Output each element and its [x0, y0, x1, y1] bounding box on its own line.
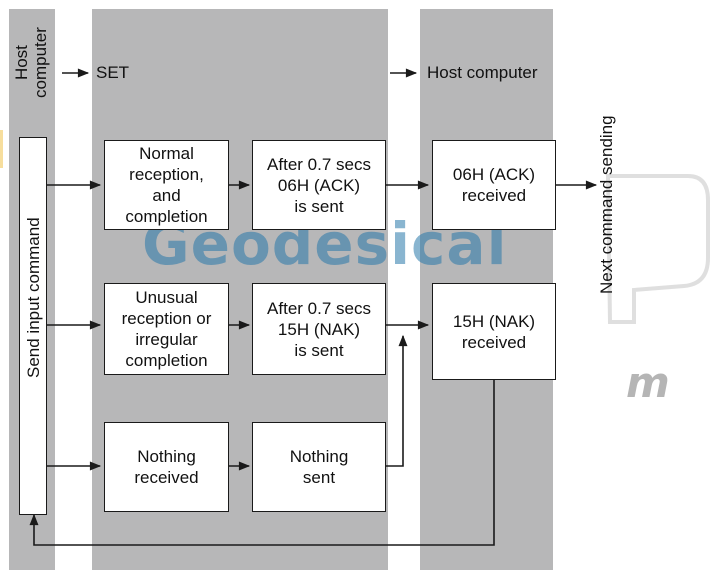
host-computer-left-label: Host computer: [12, 27, 50, 98]
unusual-reception-box: Unusual reception or irregular completio…: [104, 283, 229, 375]
nak-sent-box: After 0.7 secs 15H (NAK) is sent: [252, 283, 386, 375]
send-input-command-bar: [19, 137, 47, 515]
nothing-received-box: Nothing received: [104, 422, 229, 512]
watermark-fragment: m: [626, 358, 670, 407]
normal-reception-box: Normal reception, and completion: [104, 140, 229, 230]
nothing-sent-box: Nothing sent: [252, 422, 386, 512]
ack-sent-box: After 0.7 secs 06H (ACK) is sent: [252, 140, 386, 230]
host-computer-right-label: Host computer: [427, 63, 538, 82]
set-label: SET: [96, 63, 130, 82]
nak-received-box: 15H (NAK) received: [432, 283, 556, 380]
next-command-sending-label: Next command sending: [597, 115, 616, 294]
ack-received-box: 06H (ACK) received: [432, 140, 556, 230]
send-input-command-label: Send input command: [24, 217, 43, 378]
